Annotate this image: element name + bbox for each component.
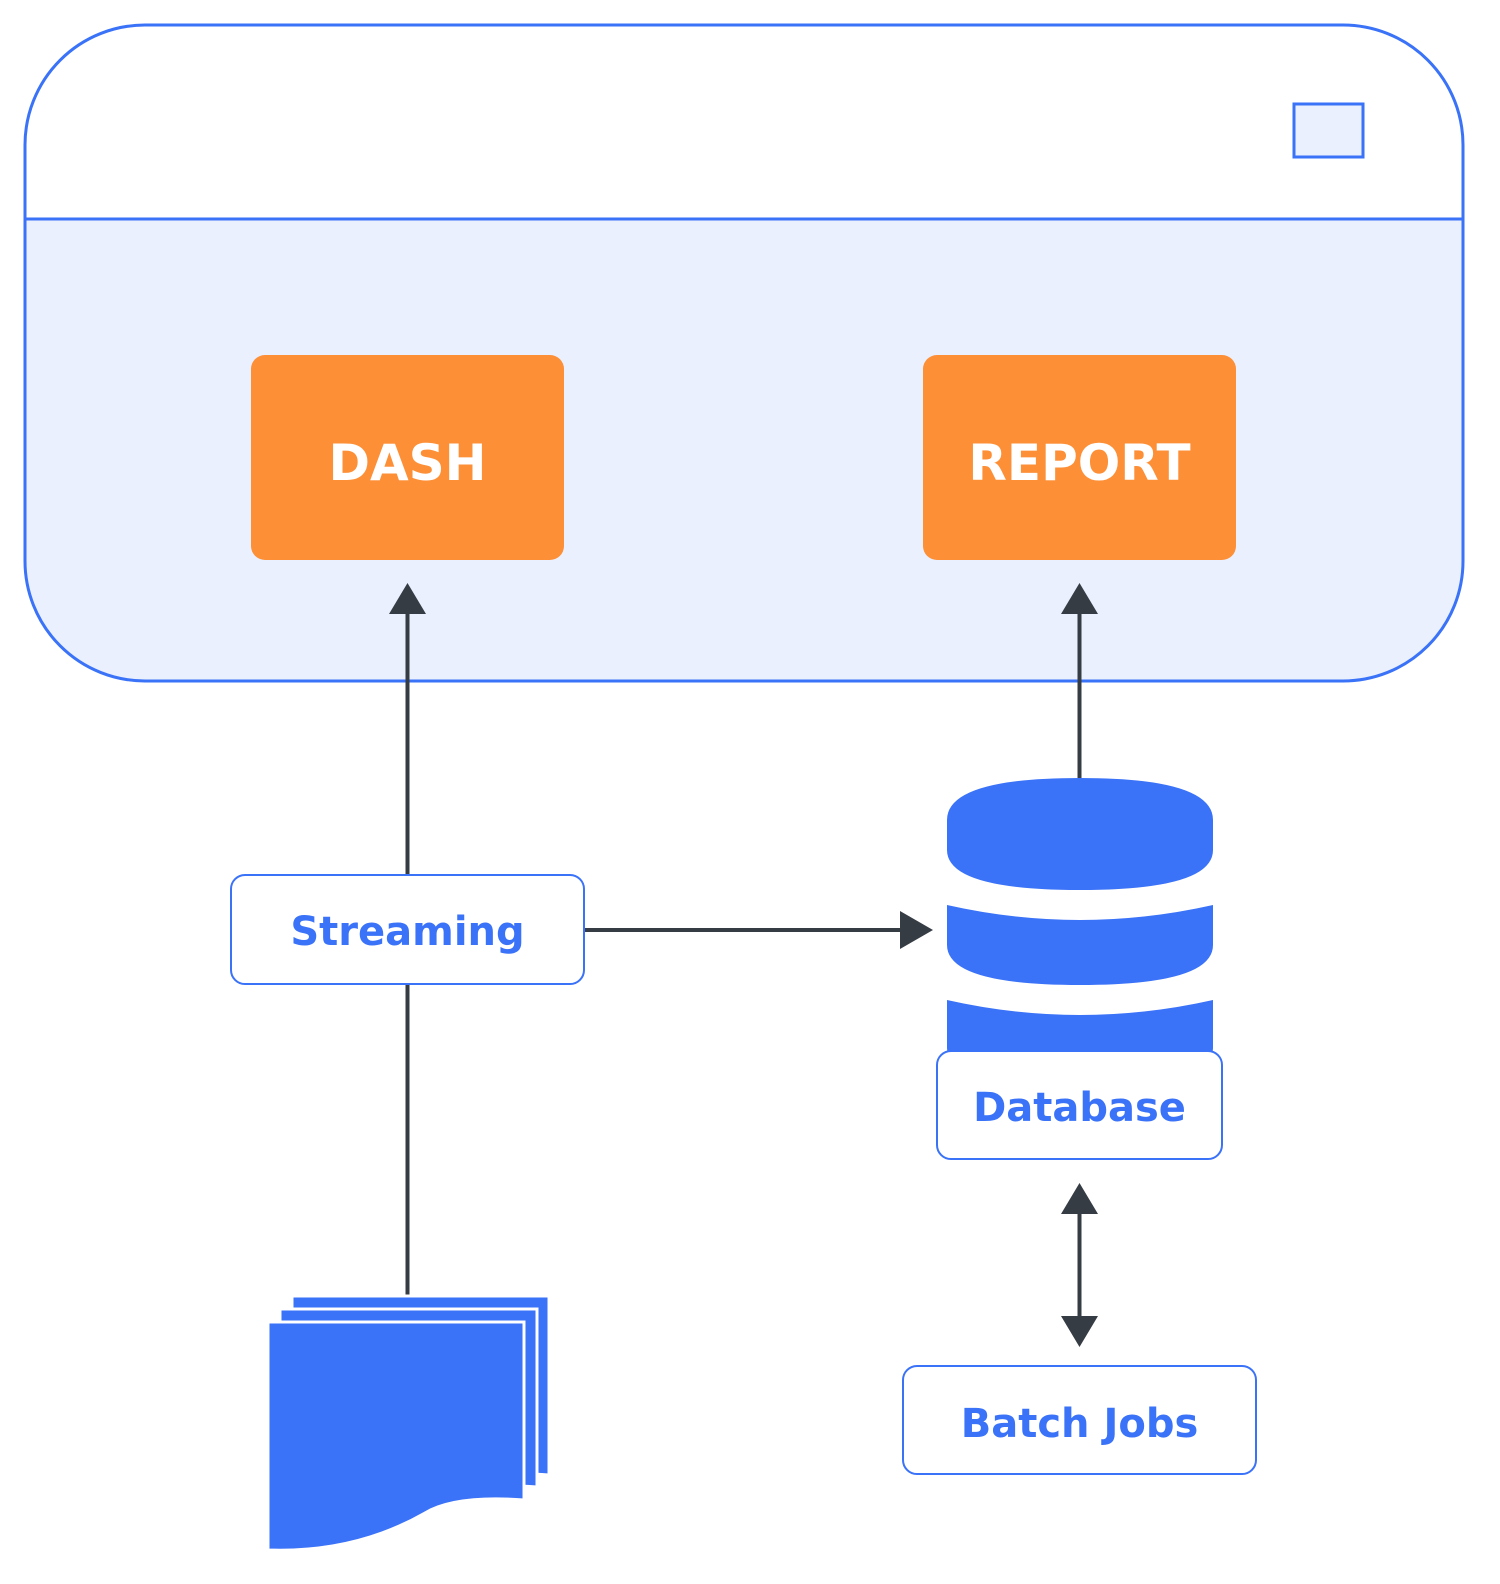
dash-box[interactable]: DASH [251, 355, 564, 560]
streaming-box [230, 874, 585, 985]
batch-jobs-node[interactable]: Batch Jobs [902, 1365, 1257, 1475]
app-window-body [25, 219, 1463, 681]
window-control-icon[interactable] [1292, 102, 1365, 159]
dash-label: DASH [328, 434, 486, 492]
database-cylinder-top [947, 778, 1213, 890]
document-stack-icon[interactable] [266, 1294, 551, 1552]
batch-jobs-label: Batch Jobs [961, 1401, 1199, 1447]
database-box [936, 1050, 1223, 1160]
report-box-bg [923, 355, 1236, 560]
dash-box-bg [251, 355, 564, 560]
arrow-to-database-from-batch-head [1061, 1183, 1098, 1214]
arrow-to-report-head [1061, 583, 1098, 614]
report-label: REPORT [968, 434, 1190, 492]
arrow-to-database-head [900, 911, 933, 949]
database-cylinder-icon[interactable] [947, 778, 1213, 1082]
report-box[interactable]: REPORT [923, 355, 1236, 560]
database-node[interactable]: Database [936, 1050, 1223, 1160]
app-window [23, 23, 1465, 683]
database-cylinder-middle [947, 905, 1213, 985]
arrow-to-batch-jobs-head [1061, 1316, 1098, 1347]
document-sheet-front [266, 1320, 526, 1552]
database-label: Database [973, 1085, 1186, 1131]
streaming-node[interactable]: Streaming [230, 874, 585, 985]
batch-jobs-box [902, 1365, 1257, 1475]
streaming-label: Streaming [290, 909, 524, 955]
app-window-frame [23, 23, 1465, 683]
arrow-to-dash-head [389, 583, 426, 614]
